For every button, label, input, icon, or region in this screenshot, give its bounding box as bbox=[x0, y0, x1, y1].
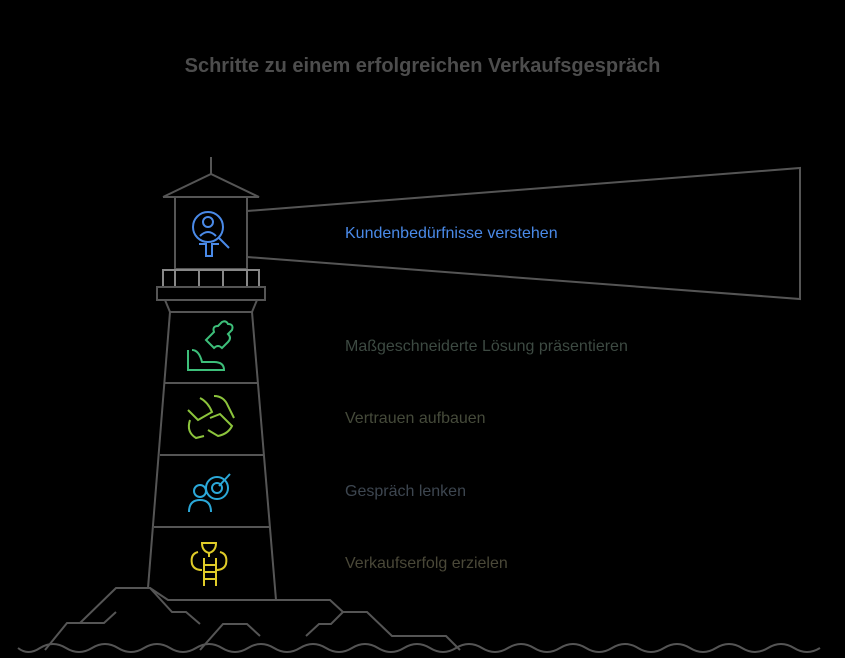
step-label-2: Maßgeschneiderte Lösung präsentieren bbox=[345, 338, 628, 355]
customer-search-icon bbox=[192, 211, 230, 257]
step-label-1: Kundenbedürfnisse verstehen bbox=[345, 225, 558, 242]
person-target-icon bbox=[188, 473, 231, 513]
step-label-5: Verkaufserfolg erzielen bbox=[345, 555, 508, 572]
trophy-ladder-icon bbox=[190, 542, 228, 586]
step-label-4: Gespräch lenken bbox=[345, 483, 466, 500]
handshake-icon bbox=[187, 395, 235, 440]
step-label-3: Vertrauen aufbauen bbox=[345, 410, 486, 427]
diagram-title: Schritte zu einem erfolgreichen Verkaufs… bbox=[184, 55, 661, 77]
puzzle-hand-icon bbox=[187, 320, 234, 371]
